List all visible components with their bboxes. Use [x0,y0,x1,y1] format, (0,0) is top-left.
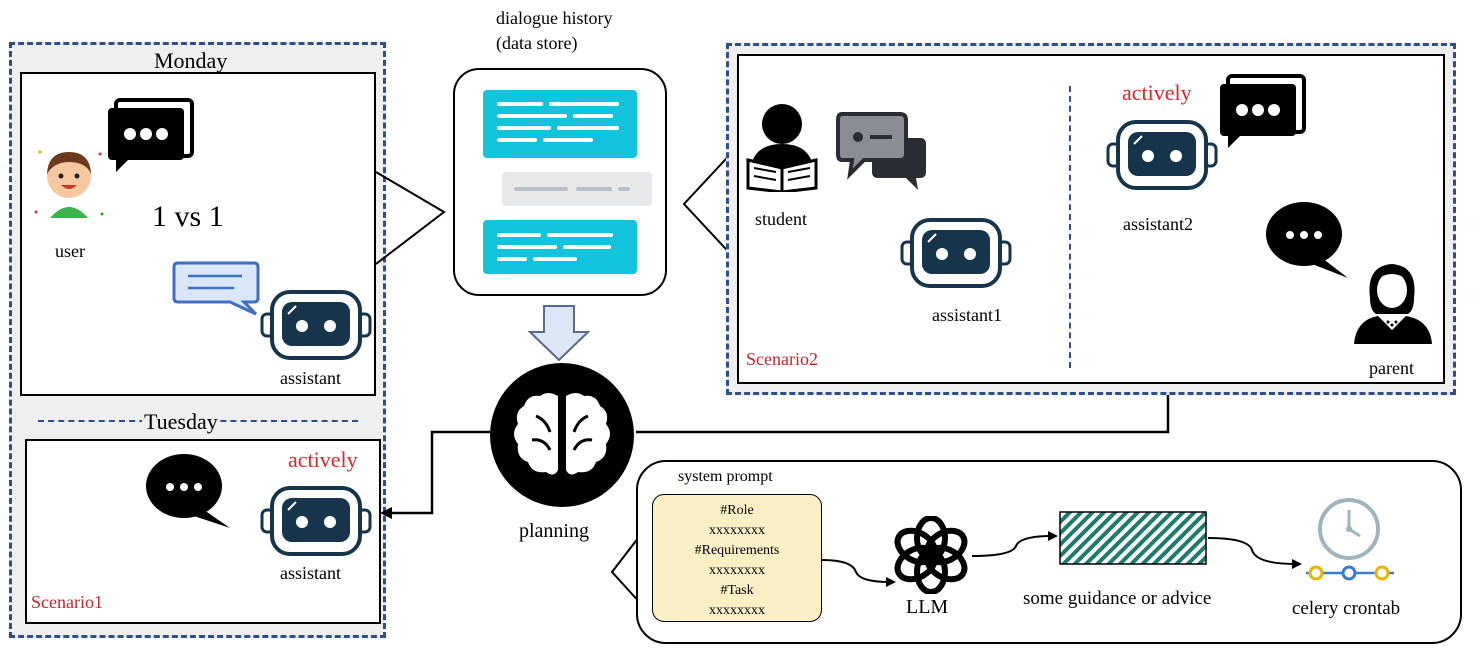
actively-label-s1: actively [288,447,358,472]
guidance-hatch-box [1059,511,1207,565]
history-message-2 [502,172,652,206]
robot-icon [900,218,1012,288]
system-prompt-box: #Role xxxxxxxx #Requirements xxxxxxxx #T… [652,494,822,622]
scenario2-label: Scenario2 [746,349,818,369]
prompt-line: #Requirements [694,543,780,558]
robot-icon [1106,120,1218,190]
assistant1-label: assistant1 [932,305,1002,325]
robot-icon [260,486,372,556]
chat-dots-icon [1220,74,1306,148]
parent-icon [1354,264,1432,344]
scenario1-label: Scenario1 [31,592,103,612]
tuesday-label: Tuesday [142,409,220,435]
system-prompt-title: system prompt [678,468,773,485]
brain-icon [490,363,634,507]
timeline-icon [1306,565,1394,581]
assistant-label-tuesday: assistant [280,563,341,583]
actively-label-s2: actively [1122,80,1192,105]
assistant2-label: assistant2 [1123,214,1193,234]
down-arrow-icon [528,305,590,362]
assistant-label-monday: assistant [280,368,341,388]
prompt-line: xxxxxxxx [709,523,765,538]
crontab-label: celery crontab [1292,598,1401,619]
history-message-1 [483,90,637,158]
guidance-label: some guidance or advice [1023,588,1212,609]
parent-label: parent [1369,358,1414,378]
clock-icon [1318,498,1380,560]
user-label: user [55,241,85,261]
prompt-line: xxxxxxxx [709,603,765,618]
one-vs-one-text: 1 vs 1 [152,200,224,233]
data-store-title-1: dialogue history [496,8,613,28]
speech-bubble-icon [1266,202,1348,278]
llm-label: LLM [906,596,949,618]
planning-label: planning [519,520,589,542]
data-store-title-2: (data store) [496,33,578,53]
llm-icon [894,516,968,594]
prompt-line: #Role [720,503,754,518]
monday-label: Monday [154,48,228,73]
history-message-3 [483,220,637,274]
robot-icon [260,290,372,360]
prompt-line: xxxxxxxx [709,563,765,578]
prompt-line: #Task [720,583,754,598]
message-bubble-icon [172,261,260,316]
chat-dots-icon [108,98,194,172]
scenario2-divider [1069,86,1071,368]
student-label: student [755,209,807,229]
user-icon [34,150,104,218]
chat-grey-icon [836,112,926,190]
student-reading-icon [746,104,818,192]
speech-bubble-icon [146,454,230,528]
